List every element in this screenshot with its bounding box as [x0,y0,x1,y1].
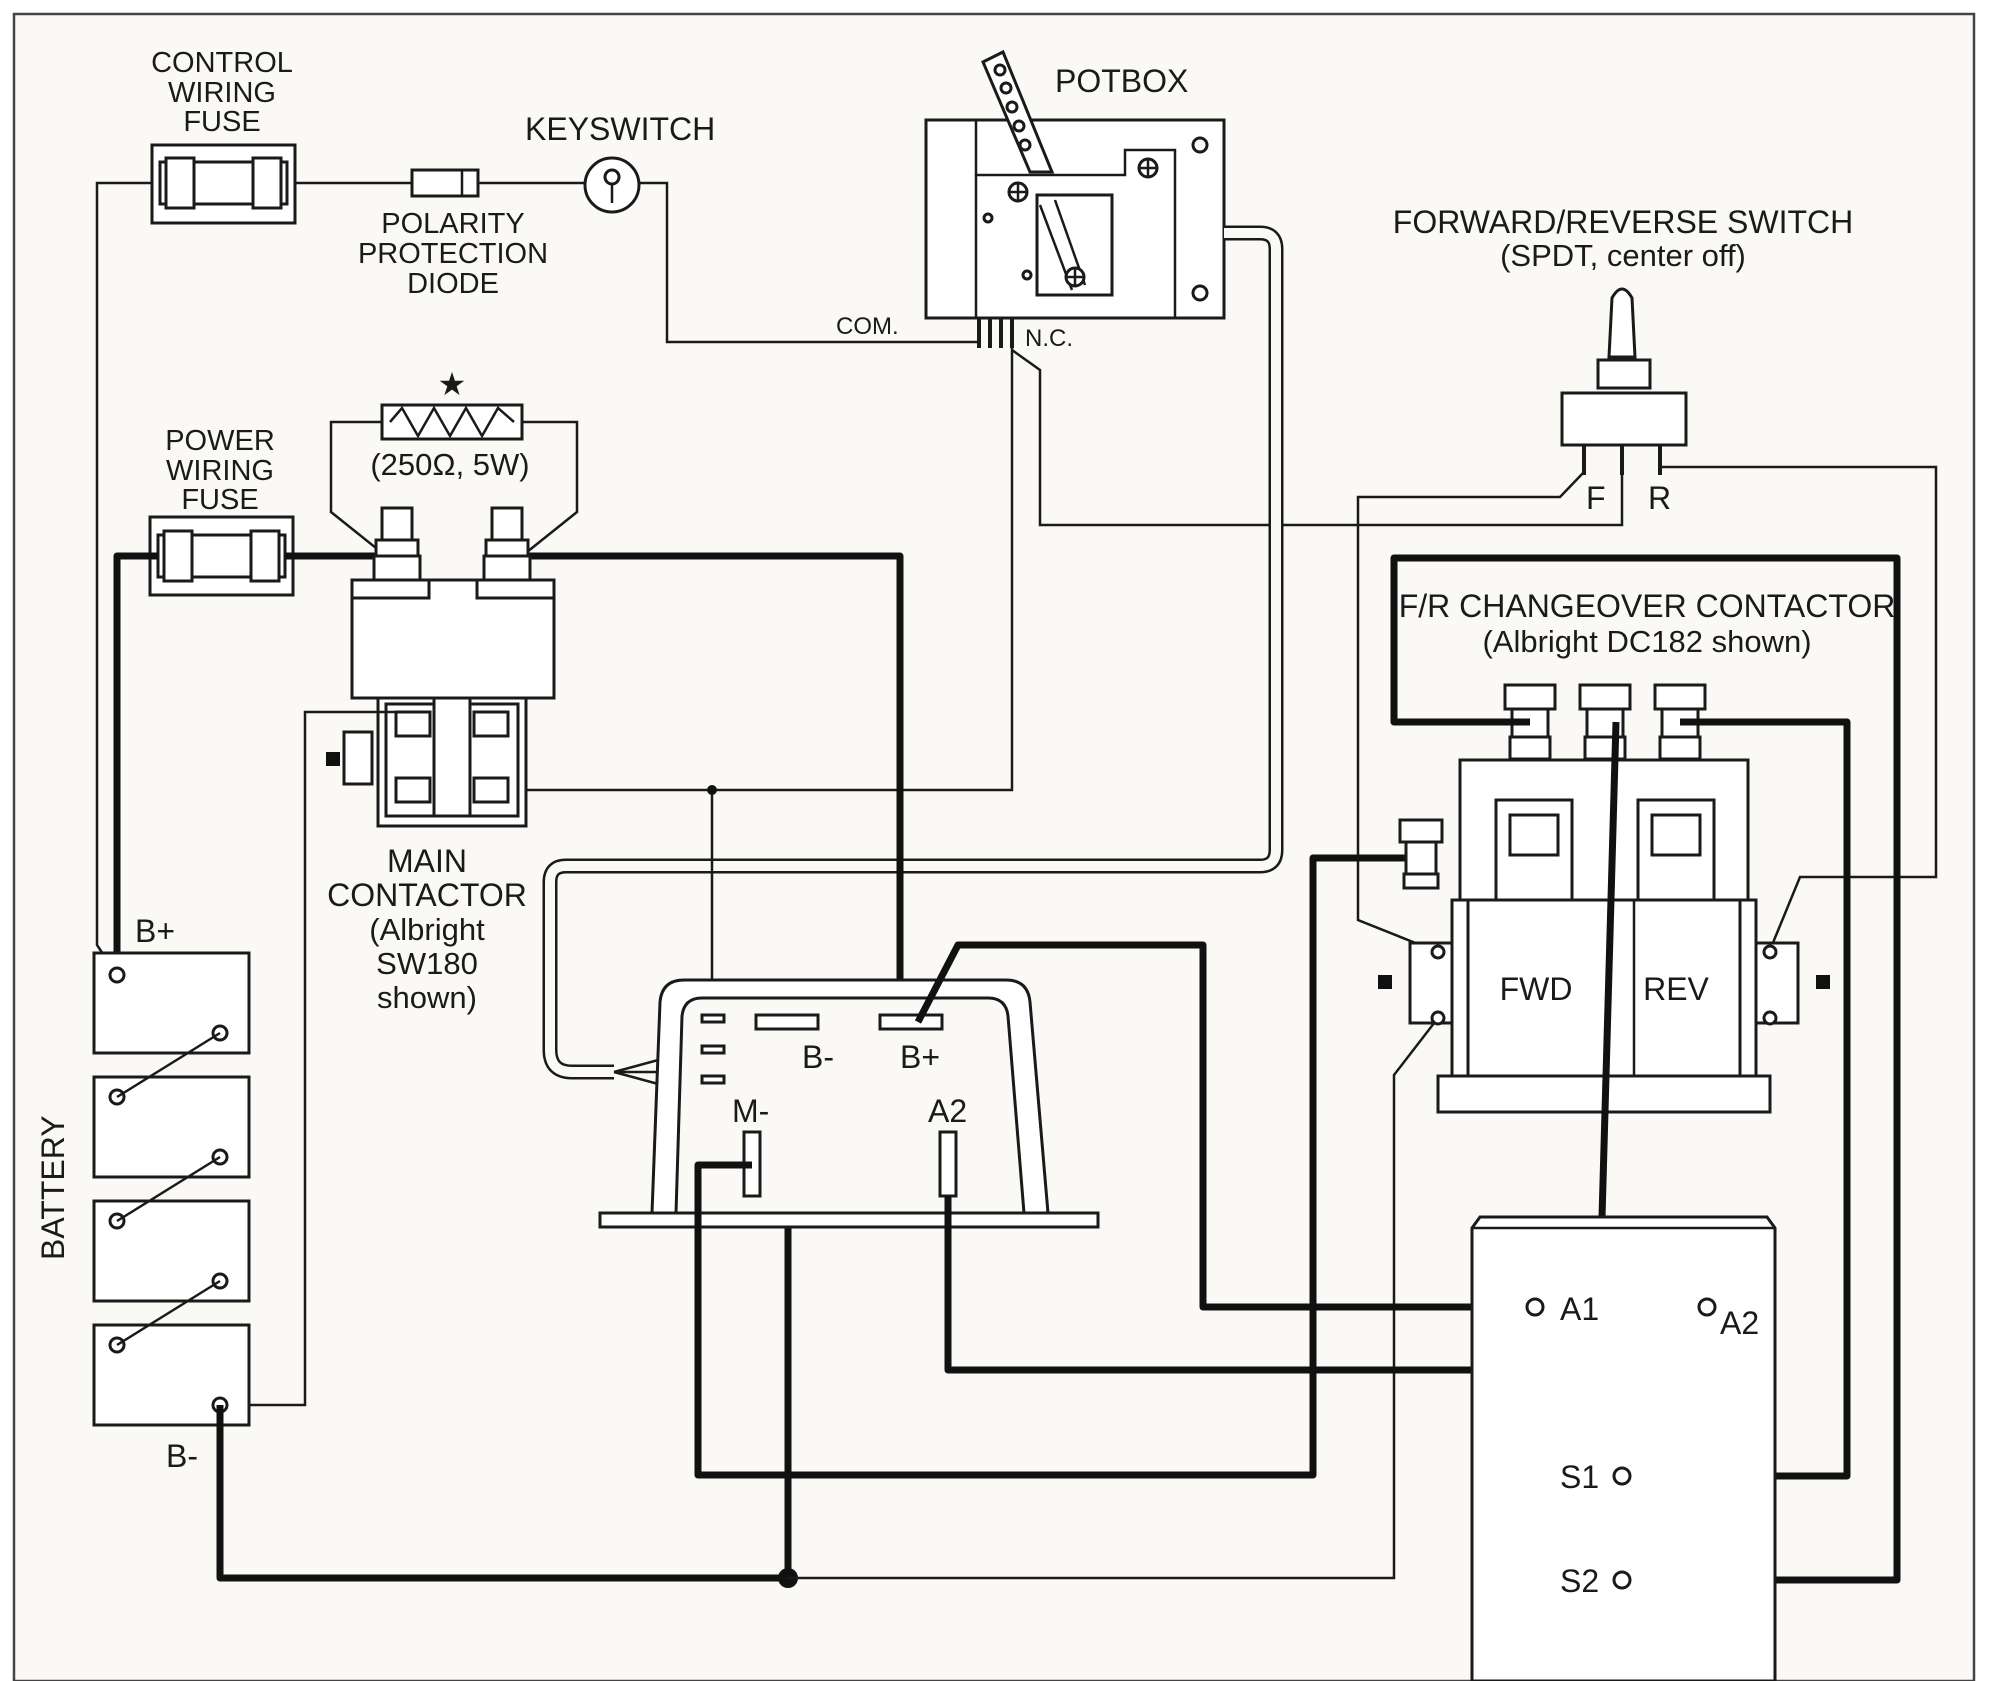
battery-label: BATTERY [35,1115,71,1260]
main-contactor-label-3: (Albright [369,912,485,947]
fr-contactor-title: F/R CHANGEOVER CONTACTOR [1399,588,1896,624]
wire-potbox-to-main-contactor-coil [512,340,1014,792]
control-fuse-label-1: CONTROL [151,47,293,79]
wire-contactor-coil-to-battery-neg [222,710,400,1407]
cable-controller-mneg-to-fr-contactor [694,854,1408,1479]
control-fuse-label-2: WIRING [168,77,276,109]
cable-battery-neg-to-ground [216,1405,788,1582]
control-fuse-label-3: FUSE [183,106,260,138]
main-contactor-label-2: CONTACTOR [327,877,527,913]
control-wiring-fuse: CONTROL WIRING FUSE [150,47,297,225]
rev-label: REV [1643,971,1709,1007]
forward-reverse-switch: FORWARD/REVERSE SWITCH (SPDT, center off… [1393,204,1853,516]
fr-switch-r-label: R [1648,480,1671,516]
battery-pack: B+ B- BATTERY [35,913,251,1474]
main-contactor-label-1: MAIN [387,843,467,879]
controller-bneg-label: B- [802,1039,834,1075]
fr-changeover-contactor: F/R CHANGEOVER CONTACTOR (Albright DC182… [1378,588,1896,1114]
fr-switch-title: FORWARD/REVERSE SWITCH [1393,204,1853,240]
wire-switch-f-to-fwd-coil [1356,471,1585,954]
motor-controller: B- B+ M- A2 [598,978,1100,1229]
resistor: ★ (250Ω, 5W) [370,366,529,482]
main-contactor-label-4: SW180 [376,946,478,981]
fr-switch-f-label: F [1586,480,1606,516]
main-contactor: MAIN CONTACTOR (Albright SW180 shown) [326,506,556,1015]
motor-s1-label: S1 [1560,1459,1599,1495]
motor-a1-label: A1 [1560,1291,1599,1327]
wire-resistor-right [521,420,579,557]
controller-mneg-label: M- [732,1093,769,1129]
power-fuse-label-2: WIRING [166,455,274,487]
battery-pos-label: B+ [135,913,175,949]
motor-a2-label: A2 [1720,1305,1759,1341]
keyswitch: KEYSWITCH [525,111,715,214]
wire-keyswitch-to-potbox [639,181,977,344]
fr-switch-subtitle: (SPDT, center off) [1500,238,1746,273]
diode-label-1: POLARITY [381,208,524,240]
diode-label-3: DIODE [407,268,499,300]
battery-neg-label: B- [166,1438,198,1474]
main-contactor-label-5: shown) [377,980,477,1015]
polarity-diode: POLARITY PROTECTION DIODE [358,168,548,300]
motor: A1 A2 S1 S2 [1470,1215,1777,1681]
fr-contactor-subtitle: (Albright DC182 shown) [1482,624,1811,659]
power-fuse-label-1: POWER [165,425,275,457]
diode-label-2: PROTECTION [358,238,548,270]
resistor-star: ★ [438,366,467,402]
potbox-nc-label: N.C. [1025,325,1073,352]
motor-s2-label: S2 [1560,1563,1599,1599]
cable-contactor-to-controller-bplus [518,552,904,1020]
keyswitch-label: KEYSWITCH [525,111,715,147]
junction-dot-coil [707,785,717,795]
fwd-label: FWD [1500,971,1573,1007]
power-fuse-label-3: FUSE [181,484,258,516]
potbox-com-label: COM. [836,313,899,340]
controller-bpos-label: B+ [900,1039,940,1075]
cable-fr-contactor-loop [1390,554,1901,1584]
controller-a2-label: A2 [928,1093,967,1129]
resistor-value: (250Ω, 5W) [370,447,529,482]
cable-battery-to-power-fuse [113,552,158,975]
wire-ground-to-fr-coil [788,1017,1439,1580]
wire-potbox-to-fr-switch [1011,348,1624,527]
wire-switch-r-to-rev-coil [1660,465,1938,951]
potbox-label: POTBOX [1055,63,1188,99]
wire-resistor-left [329,420,387,557]
